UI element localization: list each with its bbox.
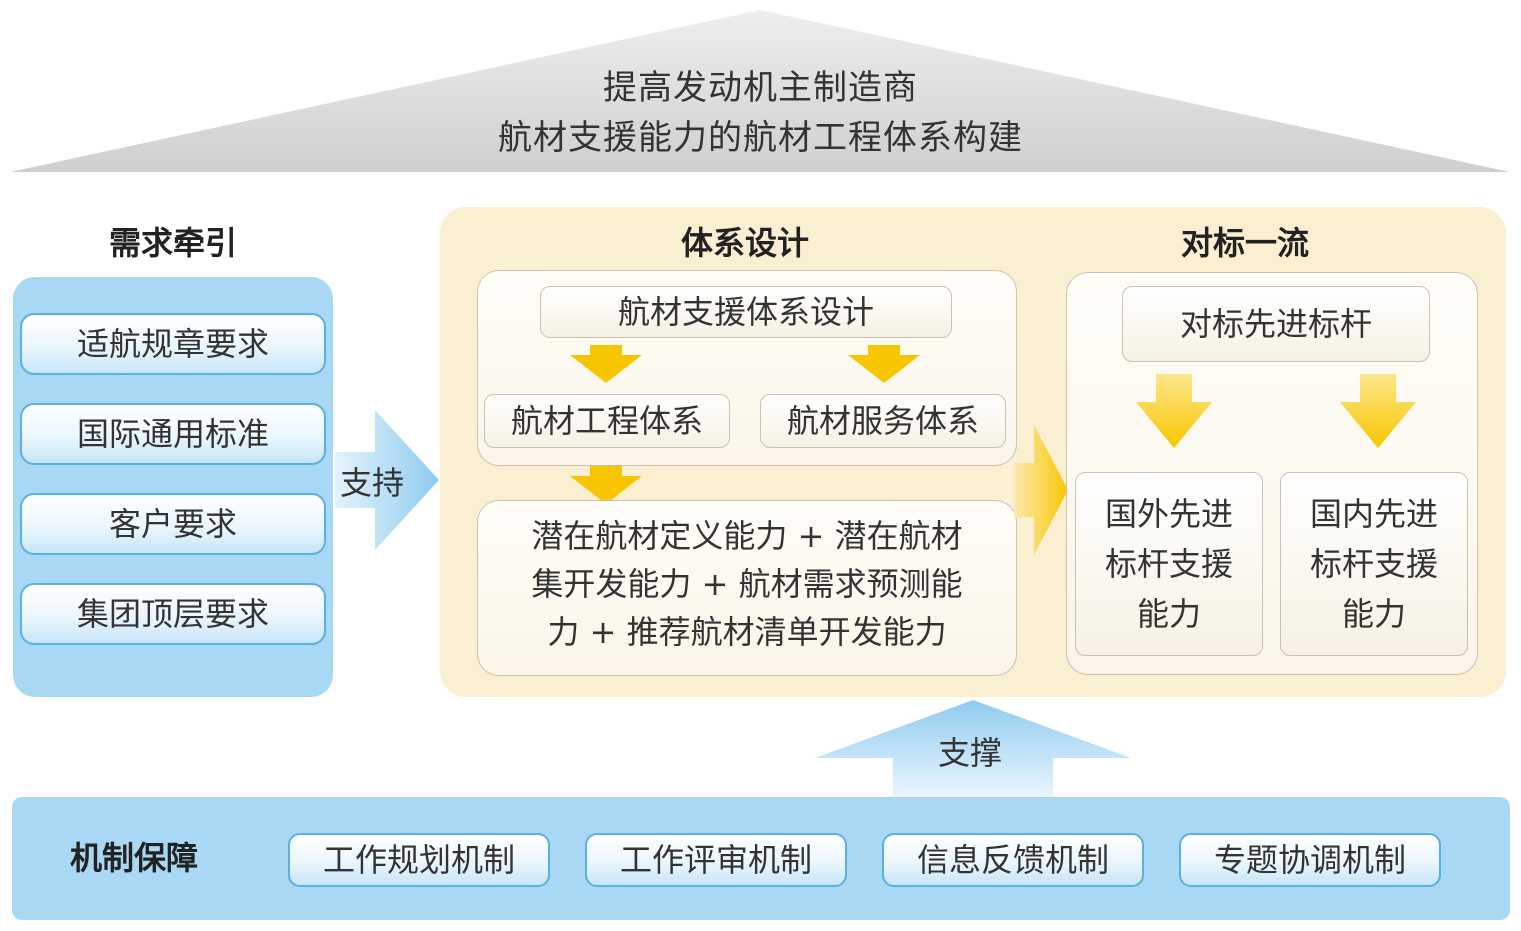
down-arrow-icon [1340, 374, 1416, 448]
roof-shape [10, 10, 1510, 172]
demand-item-standards: 国际通用标准 [20, 403, 326, 465]
demand-title: 需求牵引 [108, 224, 237, 262]
down-arrow-icon [570, 345, 642, 383]
system-design-title: 体系设计 [680, 224, 809, 262]
mechanism-item-coordination: 专题协调机制 [1179, 833, 1441, 887]
right-arrow-icon [1014, 425, 1068, 555]
down-arrow-icon [848, 345, 920, 383]
mechanism-item-planning: 工作规划机制 [288, 833, 550, 887]
roof-title-line2: 航材支援能力的航材工程体系构建 [498, 118, 1023, 158]
mechanism-item-review: 工作评审机制 [585, 833, 847, 887]
up-arrow-icon [815, 700, 1131, 796]
mechanism-title: 机制保障 [70, 839, 199, 877]
domestic-benchmark-box [1280, 472, 1468, 656]
capability-line-1: 潜在航材定义能力 + 潜在航材 [531, 517, 963, 555]
capability-line-2: 集开发能力 + 航材需求预测能 [531, 565, 963, 603]
down-arrow-icon [1136, 374, 1212, 448]
foreign-line-2: 标杆支援 [1104, 545, 1233, 583]
foreign-line-3: 能力 [1136, 595, 1201, 633]
domestic-line-1: 国内先进 [1309, 495, 1438, 533]
roof-title-line1: 提高发动机主制造商 [603, 68, 918, 108]
foreign-benchmark-box [1075, 472, 1263, 656]
mechanism-item-feedback: 信息反馈机制 [882, 833, 1144, 887]
domestic-line-3: 能力 [1341, 595, 1406, 633]
demand-item-group: 集团顶层要求 [20, 583, 326, 645]
demand-item-customer: 客户要求 [20, 493, 326, 555]
benchmark-title: 对标一流 [1180, 224, 1309, 262]
service-system: 航材服务体系 [760, 394, 1006, 448]
benchmark-top: 对标先进标杆 [1122, 286, 1430, 362]
domestic-line-2: 标杆支援 [1309, 545, 1438, 583]
engineering-system: 航材工程体系 [484, 394, 730, 448]
demand-item-regulations: 适航规章要求 [20, 313, 326, 375]
foreign-line-1: 国外先进 [1104, 495, 1233, 533]
mechanism-bar: 机制保障 工作规划机制 工作评审机制 信息反馈机制 专题协调机制 [12, 797, 1510, 920]
demand-panel: 适航规章要求 国际通用标准 客户要求 集团顶层要求 [13, 277, 333, 697]
right-arrow-icon [335, 410, 439, 550]
down-arrow-icon [570, 466, 642, 504]
support-label: 支持 [340, 464, 405, 502]
brace-label: 支撑 [938, 734, 1003, 772]
capability-line-3: 力 + 推荐航材清单开发能力 [547, 613, 947, 651]
system-design-top: 航材支援体系设计 [540, 286, 952, 338]
capability-box [477, 500, 1017, 676]
